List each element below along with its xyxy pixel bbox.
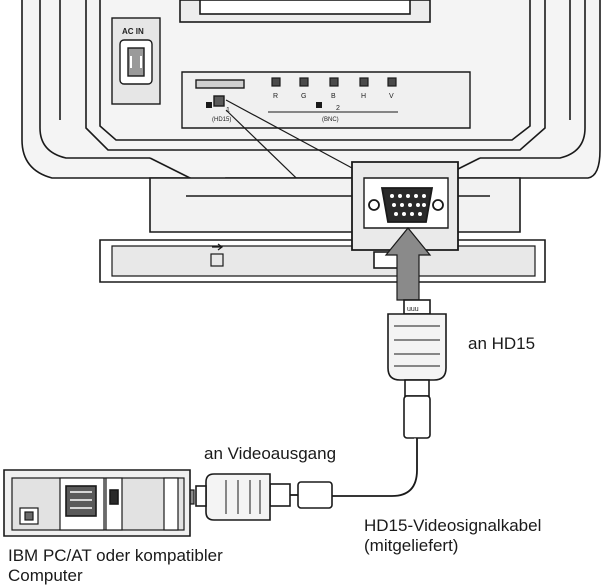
bnc-label-r: R (273, 93, 278, 100)
label-computer-line1: IBM PC/AT oder kompatibler (8, 546, 223, 565)
bnc-label-v: V (389, 93, 394, 100)
bnc-connectors (271, 77, 397, 87)
input2-sub: (BNC) (322, 117, 339, 123)
bnc-label-g: G (301, 93, 306, 100)
hd15-port-zoom (351, 161, 459, 251)
connector-panel (181, 71, 471, 129)
hd15-plug-monitor (387, 299, 447, 439)
hd15-plug-computer (195, 473, 291, 521)
input1-sub: (HD15) (212, 117, 231, 123)
label-cable-line1: HD15-Videosignalkabel (364, 516, 542, 535)
label-to-hd15: an HD15 (468, 334, 536, 353)
computer-rear (3, 469, 191, 537)
input2-label: 2 (336, 105, 340, 112)
bnc-label-b: B (331, 93, 336, 100)
label-to-video-output: an Videoausgang (204, 444, 337, 463)
power-label: AC IN (122, 27, 144, 36)
usb-icon (210, 243, 224, 267)
monitor-stand (99, 177, 546, 283)
plug-mark: uuu (407, 306, 419, 313)
arrow-up-icon (384, 227, 432, 301)
input1-label: 1 (226, 107, 230, 114)
label-computer-line2: Computer (8, 566, 83, 585)
ferrite-core (297, 481, 333, 509)
video-cable (330, 438, 418, 497)
computer-power-socket (19, 507, 39, 525)
power-socket (111, 17, 161, 105)
label-cable-line2: (mitgeliefert) (364, 536, 459, 555)
bnc-label-h: H (361, 93, 366, 100)
hd15-pins (390, 194, 426, 216)
